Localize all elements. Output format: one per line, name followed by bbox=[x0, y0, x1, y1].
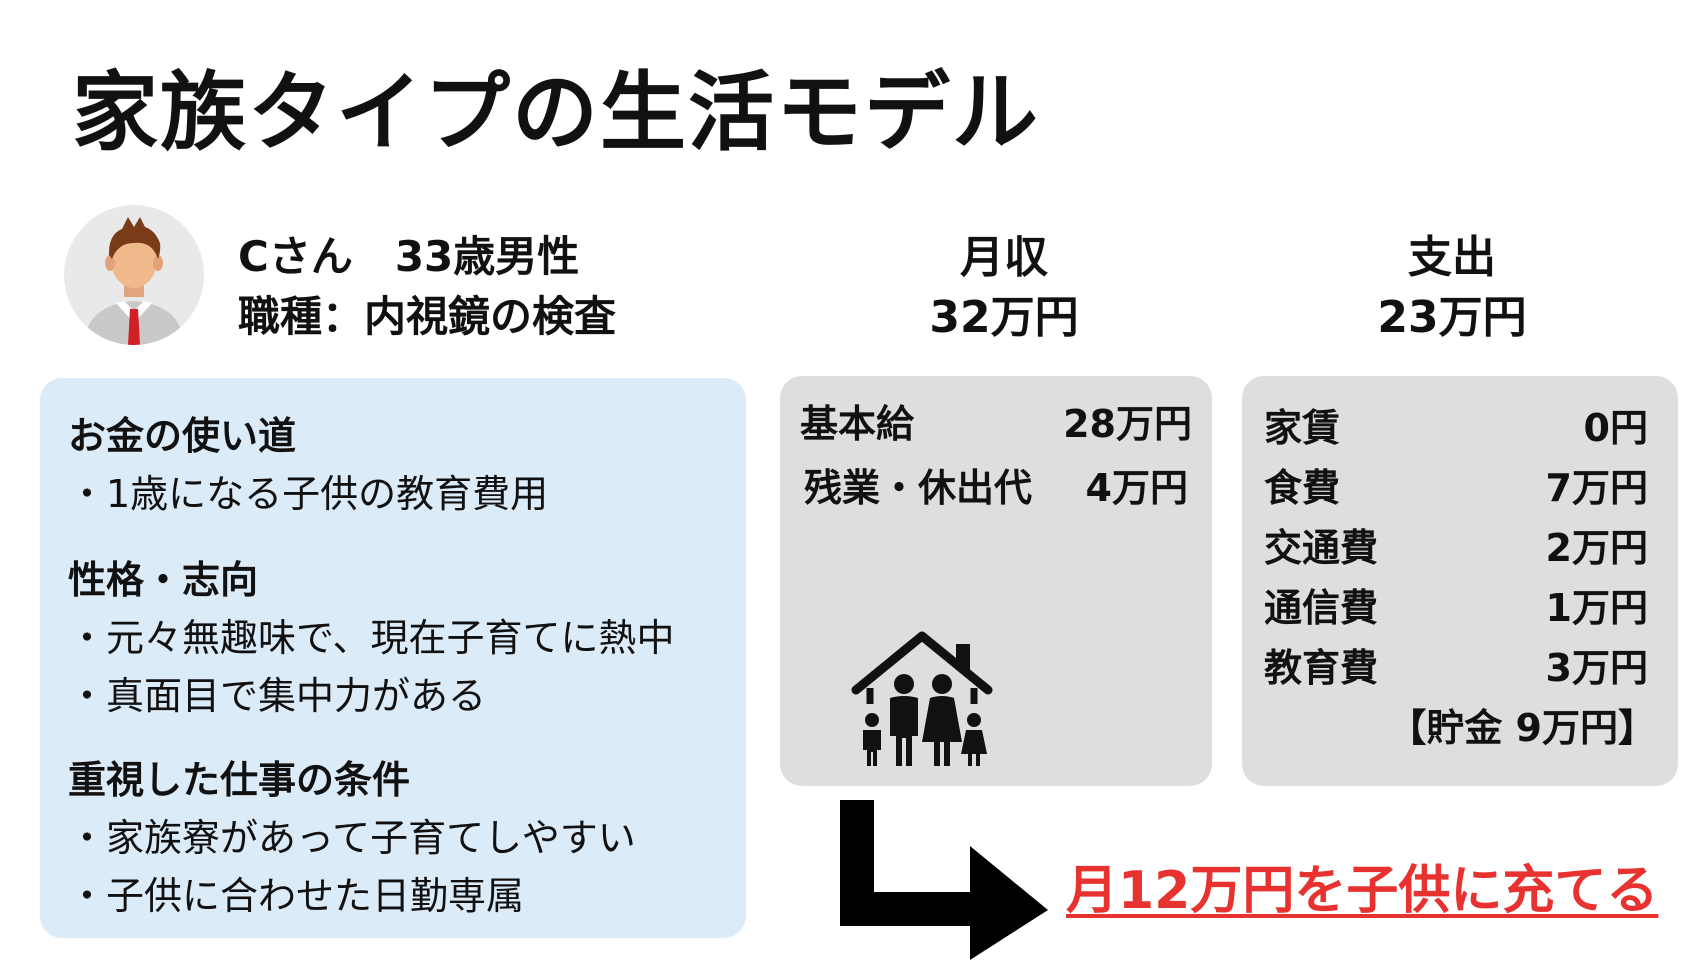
info-item: ・元々無趣味で、現在子育てに熱中 bbox=[68, 616, 675, 660]
expense-row-amount: 1万円 bbox=[1545, 586, 1648, 630]
expense-row-amount: 0円 bbox=[1583, 406, 1648, 450]
income-row-label: 基本給 bbox=[800, 402, 915, 446]
arrow-down-right-icon bbox=[840, 800, 1048, 960]
income-panel: 基本給 28万円 残業・休出代 4万円 bbox=[780, 376, 1212, 786]
expense-row-label: 家賃 bbox=[1264, 406, 1341, 450]
expense-total: 23万円 bbox=[1377, 292, 1527, 343]
person-job-line: 職種：内視鏡の検査 bbox=[238, 292, 617, 341]
info-item: ・真面目で集中力がある bbox=[68, 674, 487, 718]
man-avatar-icon bbox=[64, 205, 204, 345]
expense-row-label: 交通費 bbox=[1264, 526, 1379, 570]
expense-row-label: 通信費 bbox=[1264, 586, 1379, 630]
expense-row-amount: 3万円 bbox=[1545, 646, 1648, 690]
person-name-line: Cさん 33歳男性 bbox=[238, 232, 580, 281]
expense-row-amount: 2万円 bbox=[1545, 526, 1648, 570]
expense-heading: 支出 bbox=[1408, 232, 1496, 283]
info-heading-conditions: 重視した仕事の条件 bbox=[68, 758, 411, 802]
expense-row-label: 食費 bbox=[1264, 466, 1341, 510]
info-heading-money: お金の使い道 bbox=[68, 414, 297, 458]
expense-row-label: 教育費 bbox=[1264, 646, 1379, 690]
income-row-amount: 4万円 bbox=[1085, 466, 1188, 510]
info-item: ・1歳になる子供の教育費用 bbox=[68, 472, 549, 516]
expense-panel: 家賃 0円 食費 7万円 交通費 2万円 通信費 1万円 教育費 3万円 【貯金… bbox=[1242, 376, 1678, 786]
expense-row-amount: 7万円 bbox=[1545, 466, 1648, 510]
income-row-amount: 28万円 bbox=[1063, 402, 1192, 446]
page-title: 家族タイプの生活モデル bbox=[72, 63, 1040, 163]
income-heading: 月収 bbox=[960, 232, 1048, 283]
result-text: 月12万円を子供に充てる bbox=[1066, 861, 1659, 921]
income-total: 32万円 bbox=[929, 292, 1079, 343]
income-row-label: 残業・休出代 bbox=[804, 466, 1033, 510]
savings-label: 【貯金 9万円】 bbox=[1388, 706, 1656, 750]
info-item: ・子供に合わせた日勤専属 bbox=[68, 874, 525, 918]
profile-info-box: お金の使い道 ・1歳になる子供の教育費用 性格・志向 ・元々無趣味で、現在子育て… bbox=[40, 378, 746, 938]
family-house-icon bbox=[851, 631, 993, 766]
info-item: ・家族寮があって子育てしやすい bbox=[68, 816, 636, 860]
info-heading-personality: 性格・志向 bbox=[68, 558, 259, 602]
